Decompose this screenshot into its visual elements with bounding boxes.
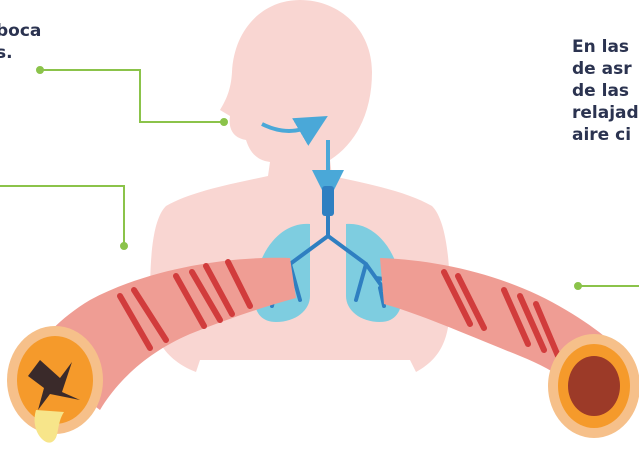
right-airway-lumen — [568, 356, 620, 416]
trachea — [322, 186, 334, 216]
leader-mouth — [40, 70, 224, 122]
leader-left-airway — [0, 186, 124, 246]
